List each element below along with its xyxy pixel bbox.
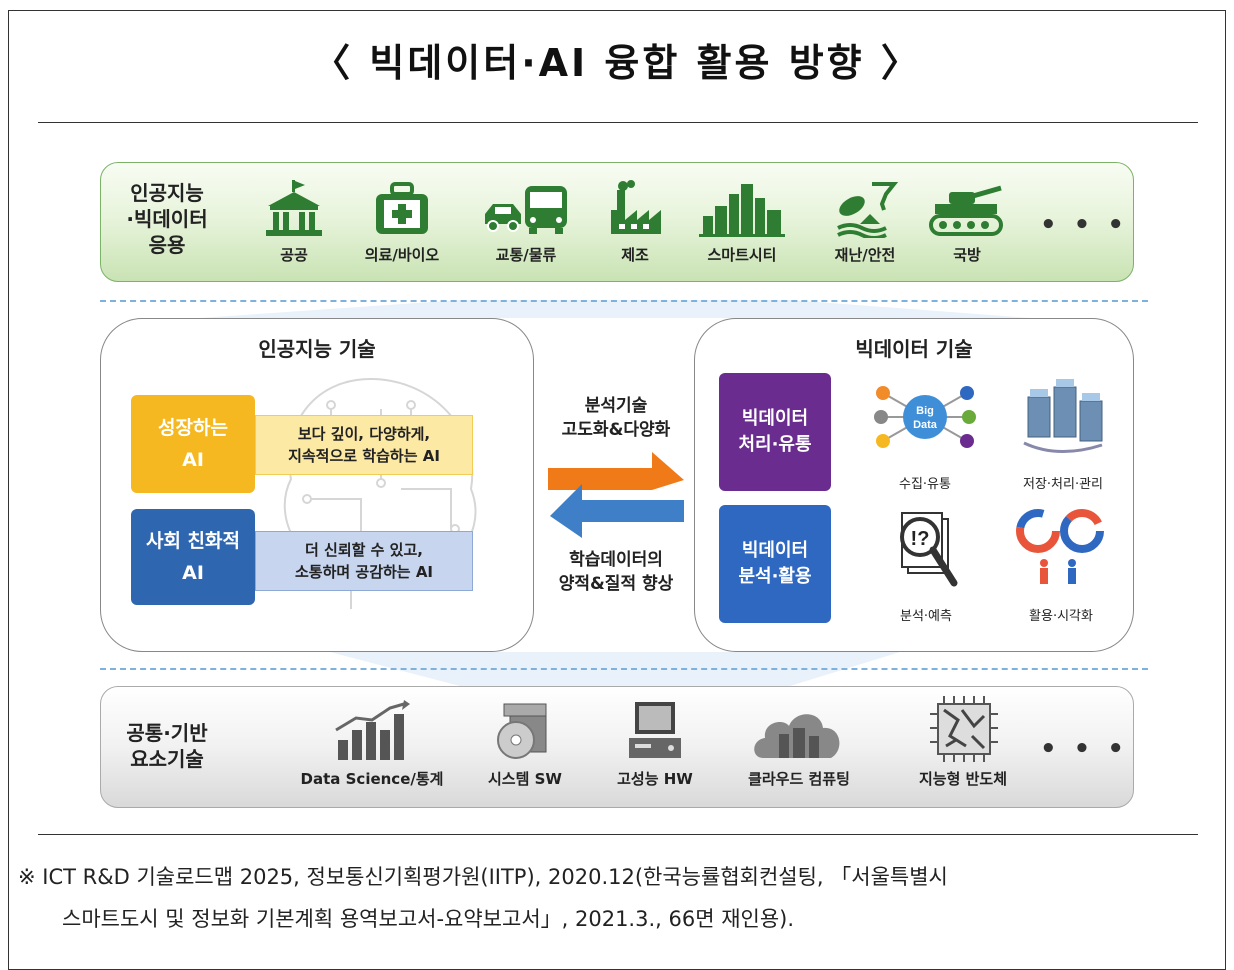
- tank-icon: [929, 185, 1003, 236]
- factory-icon: [611, 180, 661, 234]
- foundation-label: 고성능 HW: [617, 770, 693, 788]
- growing-ai-box: 성장하는 AI: [131, 395, 255, 493]
- bigdata-collection-label: 수집·유통: [899, 477, 951, 492]
- bigdata-analysis-label: 분석·예측: [900, 609, 952, 624]
- source-citation: ※ ICT R&D 기술로드맵 2025, 정보통신기획평가원(IITP), 2…: [18, 856, 1228, 940]
- city-buildings-icon: [699, 184, 785, 237]
- arrow-left-blue: [550, 484, 684, 538]
- application-transport: 교통/물류: [476, 180, 576, 265]
- analysis-advancement-text: 분석기술 고도화&다양화: [561, 396, 671, 440]
- social-ai-label: 사회 친화적: [145, 530, 240, 552]
- application-label: 재난/안전: [834, 246, 896, 264]
- foundation-band-label: 공통·기반 요소기술: [126, 721, 208, 771]
- lower-dashed-divider: [100, 668, 1148, 670]
- bigdata-analysis-item: !? 분석·예측: [871, 505, 981, 624]
- growing-ai-description: 보다 깊이, 다양하게, 지속적으로 학습하는 AI: [255, 415, 473, 475]
- foundation-system-sw: 시스템 SW: [470, 700, 580, 789]
- source-rule: [38, 834, 1198, 835]
- computer-hardware-icon: [629, 702, 681, 758]
- social-ai-box: 사회 친화적 AI: [131, 509, 255, 605]
- vehicles-icon: [485, 186, 567, 234]
- application-label: 스마트시티: [707, 246, 777, 264]
- foundation-label: 클라우드 컴퓨팅: [748, 770, 850, 788]
- diagram-title: 〈 빅데이터·AI 융합 활용 방향 〉: [312, 41, 922, 85]
- application-label: 교통/물류: [495, 246, 557, 264]
- application-label: 제조: [621, 246, 649, 264]
- foundation-intelligent-semiconductor: 지능형 반도체: [900, 696, 1026, 789]
- foundation-label: Data Science/통계: [300, 770, 444, 788]
- application-medical: 의료/바이오: [352, 180, 452, 265]
- bigdata-storage-label: 저장·처리·관리: [1022, 477, 1104, 492]
- arrow-right-orange: [548, 452, 684, 490]
- social-ai-label-ai: AI: [182, 562, 204, 584]
- exchange-arrows: [548, 452, 684, 538]
- growing-ai-desc-line1: 보다 깊이, 다양하게,: [297, 425, 431, 443]
- data-storage-icon: [1023, 379, 1103, 453]
- foundation-label: 시스템 SW: [488, 770, 562, 788]
- foundation-cloud-computing: 클라우드 컴퓨팅: [734, 700, 864, 789]
- foundation-label: 지능형 반도체: [918, 770, 1008, 788]
- application-public: 공공: [258, 180, 330, 265]
- social-ai-desc-line1: 더 신뢰할 수 있고,: [305, 541, 423, 559]
- growing-ai-desc-line2: 지속적으로 학습하는 AI: [288, 447, 440, 465]
- application-disaster: 재난/안전: [818, 180, 912, 265]
- application-band-label: 인공지능 ·빅데이터 응용: [126, 181, 208, 257]
- source-line-2: 스마트도시 및 정보화 기본계획 용역보고서-요약보고서」, 2021.3., …: [62, 907, 795, 931]
- bigdata-storage-item: 저장·처리·관리: [1003, 377, 1123, 492]
- foundation-data-science: Data Science/통계: [288, 700, 456, 789]
- source-line-1: ※ ICT R&D 기술로드맵 2025, 정보통신기획평가원(IITP), 2…: [18, 865, 948, 889]
- bigdata-technology-panel: 빅데이터 기술 빅데이터 처리·유통 빅데이터 분석·활용 Big Data 수…: [694, 318, 1134, 652]
- training-data-text: 학습데이터의 양적&질적 향상: [558, 550, 674, 594]
- growing-ai-label-ai: AI: [182, 449, 204, 471]
- cloud-computing-icon: [754, 714, 840, 758]
- growing-ai-label: 성장하는: [158, 417, 228, 439]
- social-ai-desc-line2: 소통하며 공감하는 AI: [294, 563, 434, 581]
- more-foundation-tech: • • •: [1040, 734, 1128, 764]
- application-smart-city: 스마트시티: [694, 180, 790, 265]
- government-building-icon: [266, 180, 322, 236]
- bigdata-analysis-box: 빅데이터 분석·활용: [719, 505, 831, 623]
- software-disc-icon: [497, 703, 547, 759]
- application-label: 국방: [953, 246, 981, 264]
- big-data-bubble-line2: Data: [913, 419, 938, 431]
- application-manufacturing: 제조: [600, 180, 670, 265]
- bigdata-processing-box: 빅데이터 처리·유통: [719, 373, 831, 491]
- upper-dashed-divider: [100, 300, 1148, 302]
- bigdata-collection-item: Big Data 수집·유통: [855, 377, 995, 492]
- analysis-magnifier-icon: !?: [900, 512, 958, 587]
- application-defense: 국방: [926, 180, 1008, 265]
- application-label: 의료/바이오: [364, 246, 440, 264]
- application-label: 공공: [280, 246, 308, 264]
- disaster-icon: [837, 182, 899, 238]
- semiconductor-chip-icon: [930, 696, 998, 762]
- medical-kit-icon: [376, 182, 428, 234]
- social-ai-description: 더 신뢰할 수 있고, 소통하며 공감하는 AI: [255, 531, 473, 591]
- visualization-chart-icon: [1016, 509, 1104, 584]
- bigdata-panel-title: 빅데이터 기술: [855, 337, 973, 361]
- title-rule: [38, 122, 1198, 123]
- foundation-high-performance-hw: 고성능 HW: [600, 700, 710, 789]
- svg-text:!?: !?: [911, 528, 930, 550]
- ai-panel-title: 인공지능 기술: [258, 337, 376, 361]
- bigdata-visualization-label: 활용·시각화: [1029, 609, 1093, 624]
- big-data-collection-icon: Big Data: [874, 386, 976, 448]
- big-data-bubble-line1: Big: [916, 405, 934, 417]
- bar-chart-growth-icon: [335, 700, 410, 760]
- bigdata-visualization-item: 활용·시각화: [999, 505, 1123, 624]
- more-applications: • • •: [1040, 210, 1128, 240]
- ai-technology-panel: 인공지능 기술 성장하는 AI 보다 깊이, 다양하게, 지속적으로 학습하는 …: [100, 318, 534, 652]
